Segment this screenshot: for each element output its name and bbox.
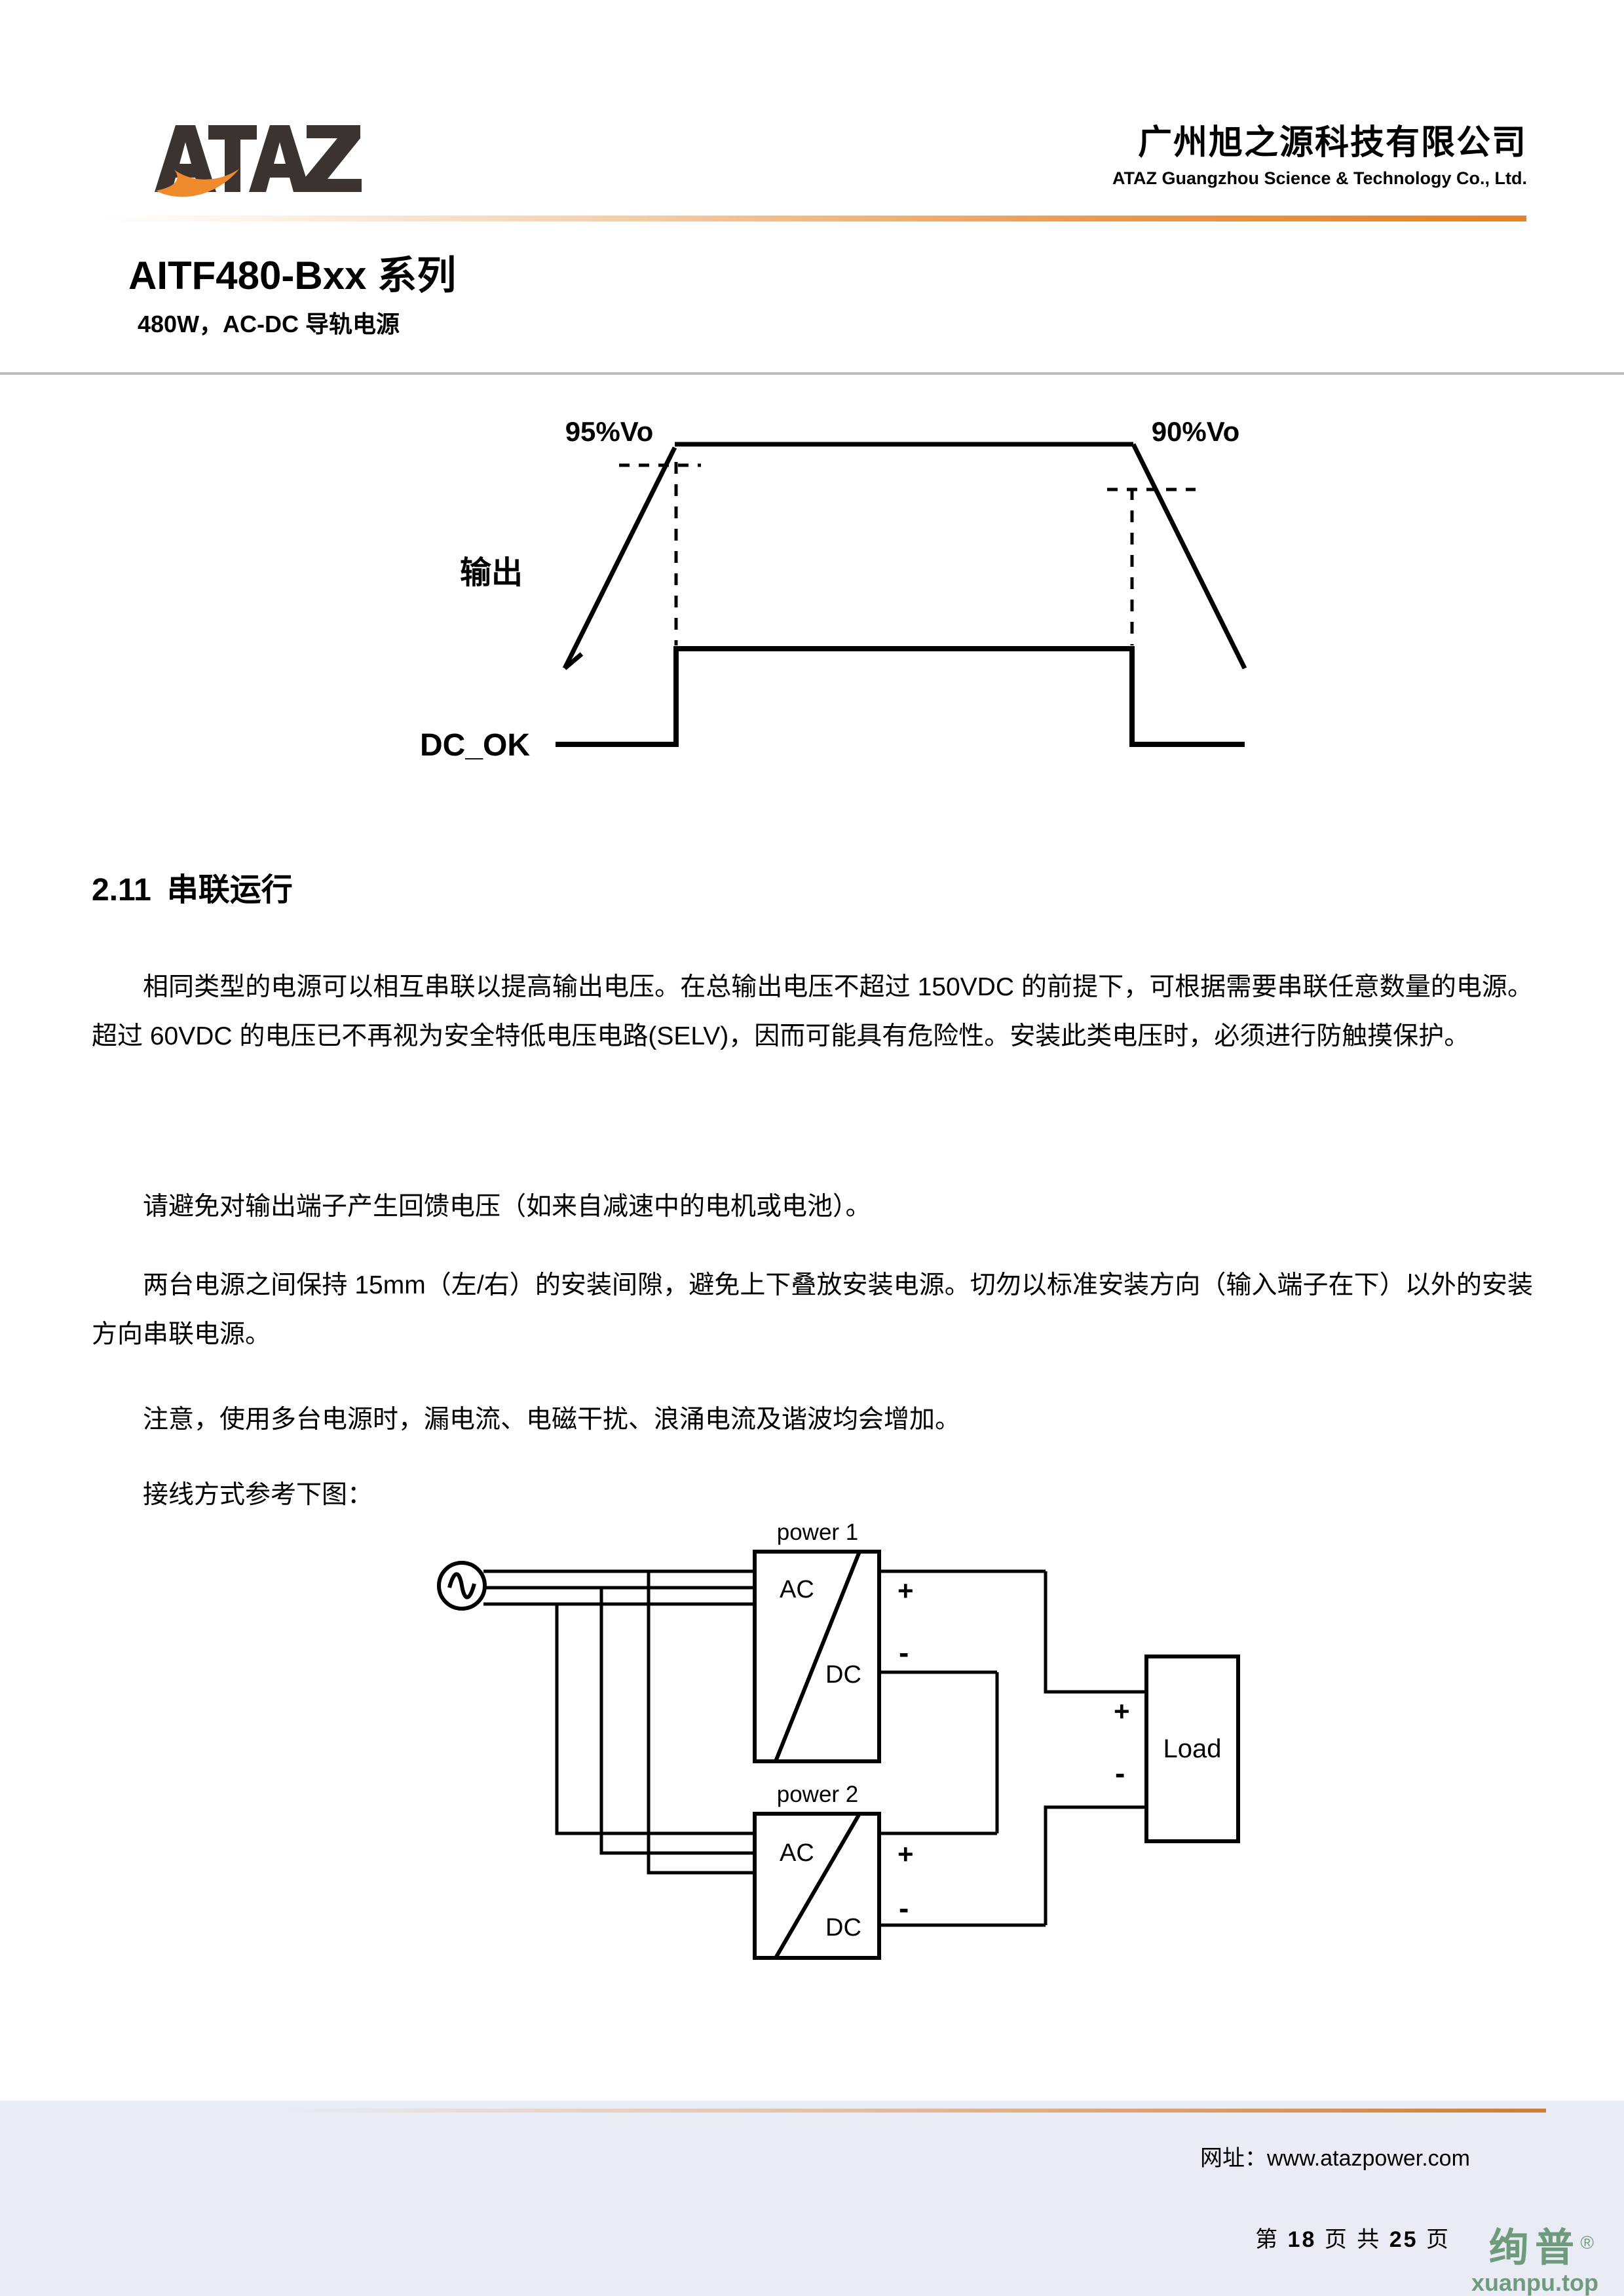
label-ac-2: AC (780, 1839, 814, 1867)
section-title: 串联运行 (166, 873, 293, 908)
footer-website: 网址：www.atazpower.com (1200, 2146, 1470, 2171)
paragraph-4: 注意，使用多台电源时，漏电流、电磁干扰、浪涌电流及谐波均会增加。 (143, 1406, 961, 1434)
watermark-cn-label: 绚普 (1489, 2226, 1581, 2270)
page-total: 25 (1389, 2227, 1418, 2252)
paragraph-1: 相同类型的电源可以相互串联以提高输出电压。在总输出电压不超过 150VDC 的前… (92, 973, 1533, 1050)
company-name-cn: 广州旭之源科技有限公司 (1137, 124, 1527, 162)
label-p2-minus: - (899, 1891, 909, 1925)
series-wiring-diagram: power 1 power 2 AC DC AC DC + - + - + - … (432, 1520, 1258, 1979)
registered-mark-icon: ® (1580, 2232, 1600, 2253)
label-dcok: DC_OK (420, 728, 530, 763)
watermark-cn-text: 绚普 ® (1489, 2226, 1594, 2270)
footer-accent-rule (282, 2109, 1546, 2113)
label-load-plus: + (1114, 1696, 1130, 1727)
label-95vo: 95%Vo (565, 416, 654, 447)
watermark-domain: xuanpu.top (1471, 2269, 1598, 2296)
label-output: 输出 (460, 556, 523, 590)
title-divider (0, 372, 1624, 375)
label-p1-plus: + (897, 1575, 914, 1606)
section-heading: 2.11 串联运行 (92, 864, 293, 909)
xuanpu-watermark: 绚普 ® xuanpu.top (1460, 2228, 1610, 2296)
label-ac-1: AC (780, 1576, 814, 1603)
header-accent-rule (98, 216, 1526, 221)
page-prefix: 第 (1255, 2227, 1280, 2252)
label-load: Load (1163, 1734, 1222, 1763)
label-dc-2: DC (825, 1914, 861, 1942)
page-suffix: 页 (1426, 2227, 1450, 2252)
paragraph-3: 两台电源之间保持 15mm（左/右）的安装间隙，避免上下叠放安装电源。切勿以标准… (92, 1271, 1533, 1349)
section-number: 2.11 (92, 873, 151, 908)
company-name-en: ATAZ Guangzhou Science & Technology Co.,… (1112, 168, 1527, 189)
company-name-block: 广州旭之源科技有限公司 ATAZ Guangzhou Science & Tec… (1112, 124, 1527, 189)
paragraph-5: 接线方式参考下图： (143, 1481, 373, 1509)
page-current: 18 (1287, 2227, 1317, 2252)
page-number: 第 18 页 共 25 页 (1255, 2221, 1450, 2253)
label-power-1: power 1 (777, 1520, 859, 1545)
page-header: 广州旭之源科技有限公司 ATAZ Guangzhou Science & Tec… (0, 0, 1624, 236)
label-90vo: 90%Vo (1152, 416, 1240, 447)
page-footer (0, 2101, 1624, 2296)
page-mid: 页 共 (1324, 2227, 1382, 2252)
paragraph-2: 请避免对输出端子产生回馈电压（如来自减速中的电机或电池）。 (143, 1193, 871, 1221)
label-p2-plus: + (897, 1839, 914, 1869)
ataz-logo (152, 121, 368, 206)
page-title: AITF480-Bxx 系列 (128, 254, 457, 297)
label-load-minus: - (1115, 1756, 1125, 1790)
label-dc-1: DC (825, 1661, 861, 1689)
label-p1-minus: - (899, 1636, 909, 1670)
page-subtitle: 480W，AC-DC 导轨电源 (138, 311, 400, 337)
label-power-2: power 2 (777, 1782, 859, 1807)
dcok-timing-diagram: 95%Vo 90%Vo 输出 DC_OK (393, 390, 1258, 809)
